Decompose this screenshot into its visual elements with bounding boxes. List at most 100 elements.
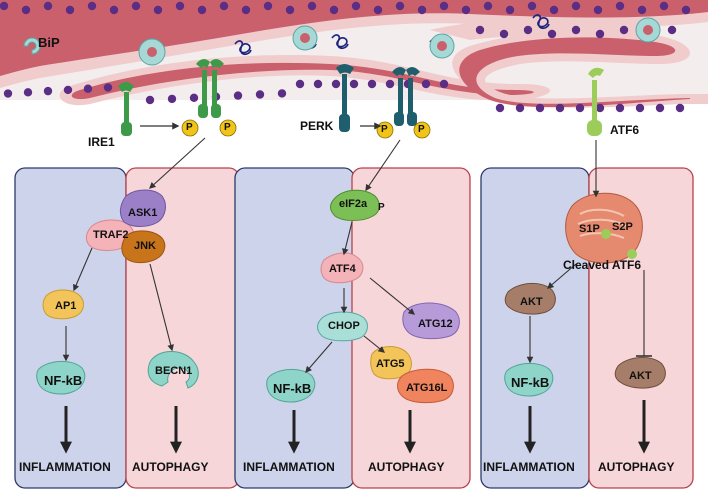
- ap1-label: AP1: [55, 300, 77, 312]
- ribosome-dot: [109, 5, 119, 15]
- becn1-label: BECN1: [155, 365, 193, 377]
- akt-label-right: AKT: [629, 370, 652, 382]
- outcome-inflammation-2: INFLAMMATION: [243, 460, 335, 474]
- ribosome-dot: [619, 25, 629, 35]
- ribosome-dot: [615, 103, 625, 113]
- ribosome-dot: [495, 103, 505, 113]
- perk-receptor-icon: [336, 64, 354, 132]
- pathway-arrows: [62, 137, 652, 373]
- ribosome-dot: [395, 1, 405, 11]
- ribosome-dot: [373, 5, 383, 15]
- ribosome-dot: [461, 5, 471, 15]
- protein-blobs: [36, 189, 666, 404]
- ribosome-dot: [189, 93, 199, 103]
- ribosome-dot: [681, 5, 691, 15]
- nfkb-label-3: NF-kB: [511, 375, 550, 390]
- atf4-label: ATF4: [329, 263, 356, 275]
- ribosome-dot: [167, 94, 177, 104]
- ribosome-dot: [571, 1, 581, 11]
- ribosome-dot: [421, 79, 431, 89]
- ribosome-dot: [329, 5, 339, 15]
- ire1-label: IRE1: [88, 135, 115, 149]
- ribosome-dot: [145, 95, 155, 105]
- perk-label: PERK: [300, 119, 334, 133]
- outcome-autophagy-1: AUTOPHAGY: [132, 460, 209, 474]
- jnk-label: JNK: [134, 240, 157, 252]
- ribosome-dot: [131, 1, 141, 11]
- ribosome-dot: [499, 29, 509, 39]
- ribosome-dot: [219, 1, 229, 11]
- ribosome-dot: [295, 79, 305, 89]
- traf2-label: TRAF2: [93, 229, 129, 241]
- ribosome-dot: [21, 5, 31, 15]
- ribosome-dot: [3, 89, 13, 98]
- ribosome-dot: [175, 1, 185, 11]
- ribosome-dot: [65, 5, 75, 15]
- phosphate-label-1: P: [186, 122, 193, 133]
- ribosome-dot: [483, 1, 493, 11]
- ribosome-dot: [571, 25, 581, 35]
- ribosome-dot: [515, 103, 525, 113]
- ribosome-dot: [549, 5, 559, 15]
- bip-chaperone-icons: [23, 17, 661, 66]
- ribosome-dot: [367, 79, 377, 89]
- outcome-autophagy-3: AUTOPHAGY: [598, 460, 675, 474]
- ribosome-dot: [43, 1, 53, 11]
- ribosome-dot: [593, 5, 603, 15]
- ribosome-dot: [635, 103, 645, 113]
- ribosome-dot: [547, 29, 557, 39]
- ribosome-dot: [659, 1, 669, 11]
- chop-label: CHOP: [328, 320, 360, 332]
- ribosome-dot: [43, 86, 53, 96]
- akt-label-left: AKT: [520, 296, 543, 308]
- ask1-label: ASK1: [128, 207, 158, 219]
- ribosome-dot: [417, 5, 427, 15]
- ribosome-dot: [153, 5, 163, 15]
- ribosome-dot: [385, 79, 395, 89]
- ribosome-dot: [197, 5, 207, 15]
- ribosome-dot: [83, 84, 93, 93]
- phosphate-icons: [181, 119, 431, 218]
- atf6-label: ATF6: [610, 123, 640, 137]
- ribosome-dot: [439, 1, 449, 11]
- endoplasmic-reticulum: [0, 0, 708, 108]
- perk-dimer-icon: [392, 66, 420, 126]
- ribosome-dot: [527, 1, 537, 11]
- ribosome-dot: [637, 5, 647, 15]
- ribosome-dot: [675, 103, 685, 113]
- atg16l-label: ATG16L: [406, 382, 448, 394]
- ribosome-dot: [331, 79, 341, 89]
- cleaved-atf6-label: Cleaved ATF6: [563, 258, 642, 272]
- atg12-label: ATG12: [418, 318, 453, 330]
- phosphate-label-3: P: [381, 124, 388, 135]
- ribosome-dot: [313, 79, 323, 89]
- ribosome-dot: [595, 103, 605, 113]
- ribosome-dots: [0, 1, 691, 113]
- outcome-autophagy-2: AUTOPHAGY: [368, 460, 445, 474]
- ribosome-dot: [655, 103, 665, 113]
- ribosome-dot: [263, 1, 273, 11]
- s1p-label: S1P: [579, 223, 600, 235]
- ribosome-dot: [285, 5, 295, 15]
- nfkb-label-1: NF-kB: [44, 373, 83, 388]
- outcome-inflammation-1: INFLAMMATION: [19, 460, 111, 474]
- ire1-dimer-icon: [196, 58, 224, 118]
- atf6-receptor-icon: [587, 67, 604, 136]
- ribosome-dot: [241, 5, 251, 15]
- ribosome-dot: [103, 83, 113, 92]
- ribosome-dot: [595, 29, 605, 39]
- outcome-inflammation-3: INFLAMMATION: [483, 460, 575, 474]
- outcome-arrows: [60, 400, 650, 454]
- atg5-label: ATG5: [376, 358, 405, 370]
- ire1-receptor-icon: [118, 82, 134, 136]
- ribosome-dot: [351, 1, 361, 11]
- phosphate-label-4: P: [418, 124, 425, 135]
- bip-label: BiP: [38, 35, 60, 50]
- ribosome-dot: [349, 79, 359, 89]
- ribosome-dot: [667, 25, 677, 35]
- nfkb-label-2: NF-kB: [273, 381, 312, 396]
- ribosome-dot: [575, 103, 585, 113]
- ribosome-dot: [307, 1, 317, 11]
